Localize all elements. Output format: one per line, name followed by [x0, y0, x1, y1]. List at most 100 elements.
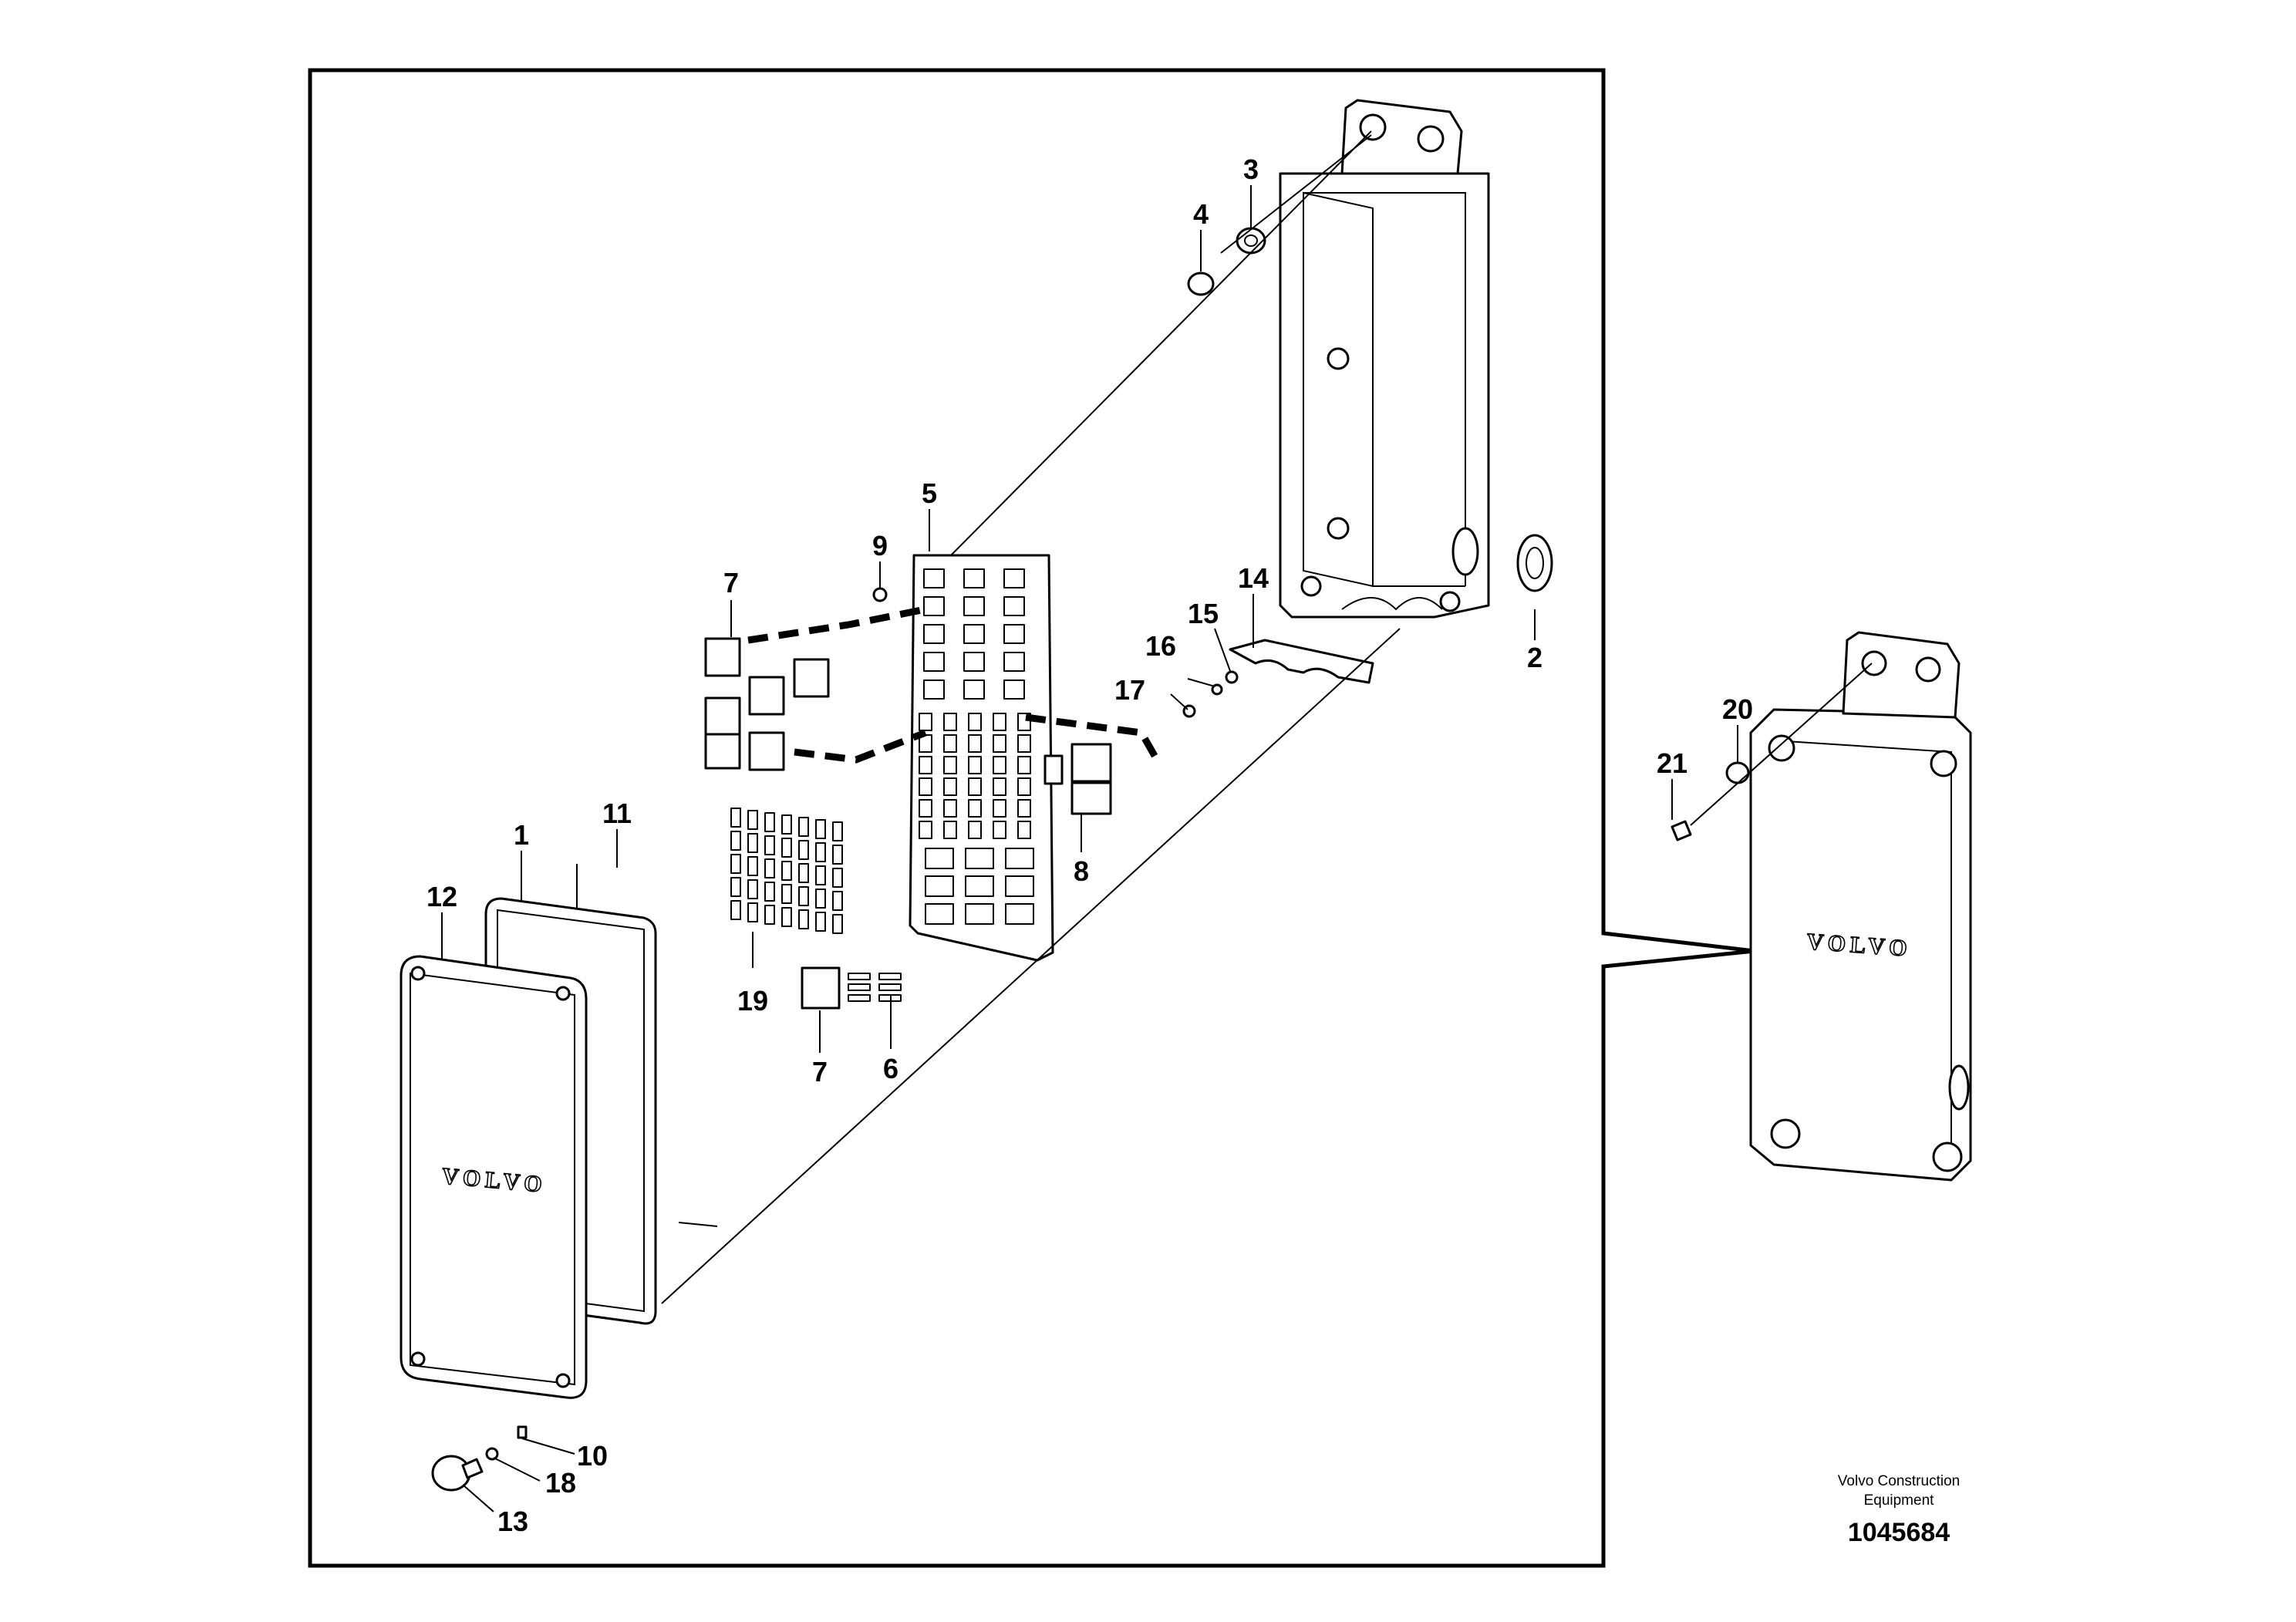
- grommet-2: [1516, 534, 1553, 592]
- blade-fuse: [832, 821, 843, 841]
- board-fuse-socket: [968, 799, 982, 818]
- mini-fuse: [848, 973, 871, 980]
- callout-16: 16: [1145, 630, 1176, 662]
- blade-fuse: [781, 884, 792, 904]
- blade-fuse: [781, 814, 792, 835]
- relay-8: [1070, 743, 1112, 815]
- bracket-14: [1229, 639, 1374, 684]
- blade-fuse: [798, 909, 809, 929]
- callout-2: 2: [1527, 642, 1542, 673]
- relay-path-upper: [747, 605, 926, 644]
- board-connector: [925, 903, 954, 925]
- board-connector: [925, 875, 954, 897]
- blade-fuse: [815, 912, 826, 932]
- callout-8: 8: [1074, 855, 1089, 887]
- board-relay-socket: [1003, 679, 1025, 700]
- credit-line-1: Volvo Construction: [1838, 1473, 1960, 1489]
- board-relay-socket: [1003, 652, 1025, 672]
- board-fuse-socket: [993, 821, 1006, 839]
- board-relay-socket: [963, 679, 985, 700]
- plug-4: [1187, 271, 1215, 296]
- board-fuse-socket: [1017, 821, 1031, 839]
- clip-10: [517, 1425, 528, 1439]
- board-fuse-socket: [919, 799, 932, 818]
- blade-fuse: [781, 861, 792, 881]
- blade-fuse: [764, 858, 775, 878]
- blade-fuse: [832, 891, 843, 911]
- relay-7-single: [801, 966, 841, 1010]
- board-fuse-socket: [993, 713, 1006, 731]
- blade-fuse: [764, 905, 775, 925]
- board-fuse-socket: [968, 777, 982, 796]
- credit-line-2: Equipment: [1864, 1492, 1935, 1509]
- blade-fuse: [815, 819, 826, 839]
- board-fuse-socket: [968, 713, 982, 731]
- callout-18: 18: [545, 1467, 576, 1499]
- board-fuse-socket: [943, 799, 957, 818]
- board-fuse-socket: [1017, 756, 1031, 774]
- board-connector: [965, 903, 994, 925]
- blade-fuse: [747, 856, 758, 876]
- blade-fuse: [747, 902, 758, 922]
- board-relay-socket: [1003, 596, 1025, 616]
- assembly-line-bottom: [661, 628, 1401, 1304]
- fuse-set-6: [848, 973, 902, 1002]
- callout-7b: 7: [812, 1056, 828, 1088]
- board-relay-socket: [923, 624, 945, 644]
- washer-20: [1725, 761, 1750, 784]
- blade-fuse: [832, 914, 843, 934]
- callout-4: 4: [1193, 198, 1209, 230]
- board-relay-socket: [963, 596, 985, 616]
- board-connector: [965, 848, 994, 869]
- blade-fuse: [764, 812, 775, 832]
- washer-16: [1211, 683, 1223, 696]
- callout-20: 20: [1722, 693, 1753, 725]
- board-fuse-socket: [968, 821, 982, 839]
- bolt-21: [1671, 820, 1692, 841]
- callout-6: 6: [883, 1053, 899, 1084]
- callout-1: 1: [514, 819, 529, 851]
- callout-9: 9: [872, 530, 888, 561]
- board-fuse-socket: [1017, 777, 1031, 796]
- blade-fuse: [747, 833, 758, 853]
- relay-group-7-top: [704, 637, 830, 771]
- main-frame: [308, 68, 1755, 1568]
- blade-fuse: [730, 854, 741, 874]
- inset-assembly-line: [1690, 663, 1873, 826]
- screw-9: [872, 587, 888, 602]
- blade-fuse: [832, 845, 843, 865]
- relay-path-8: [1025, 713, 1160, 762]
- blade-fuse: [815, 842, 826, 862]
- board-connector: [925, 848, 954, 869]
- mini-fuse: [878, 983, 902, 991]
- mini-fuse: [848, 994, 871, 1002]
- board-fuse-socket: [919, 777, 932, 796]
- board-relay-socket: [1003, 624, 1025, 644]
- blade-fuse: [781, 838, 792, 858]
- callout-17: 17: [1114, 674, 1145, 706]
- callout-7a: 7: [723, 567, 739, 599]
- board-relay-socket: [923, 652, 945, 672]
- blade-fuse: [730, 900, 741, 920]
- callout-leaders: [441, 185, 1738, 1512]
- blade-fuse: [798, 886, 809, 906]
- board-fuse-socket: [968, 734, 982, 753]
- board-fuse-socket: [943, 777, 957, 796]
- board-relay-socket: [923, 596, 945, 616]
- callout-11: 11: [602, 798, 632, 829]
- assembly-line-top: [950, 130, 1372, 556]
- callout-12: 12: [426, 881, 457, 912]
- document-number: 1045684: [1848, 1518, 1950, 1547]
- washer-18: [485, 1447, 499, 1461]
- board-fuse-socket: [943, 734, 957, 753]
- mini-fuse: [878, 973, 902, 980]
- blade-fuse: [730, 831, 741, 851]
- board-relay-socket: [923, 568, 945, 588]
- board-fuse-socket: [993, 777, 1006, 796]
- callout-14: 14: [1238, 562, 1269, 594]
- blade-fuse: [798, 840, 809, 860]
- assembly-line-grommet: [1220, 134, 1372, 254]
- board-fuse-socket: [943, 713, 957, 731]
- circuit-board-5: [909, 554, 1064, 962]
